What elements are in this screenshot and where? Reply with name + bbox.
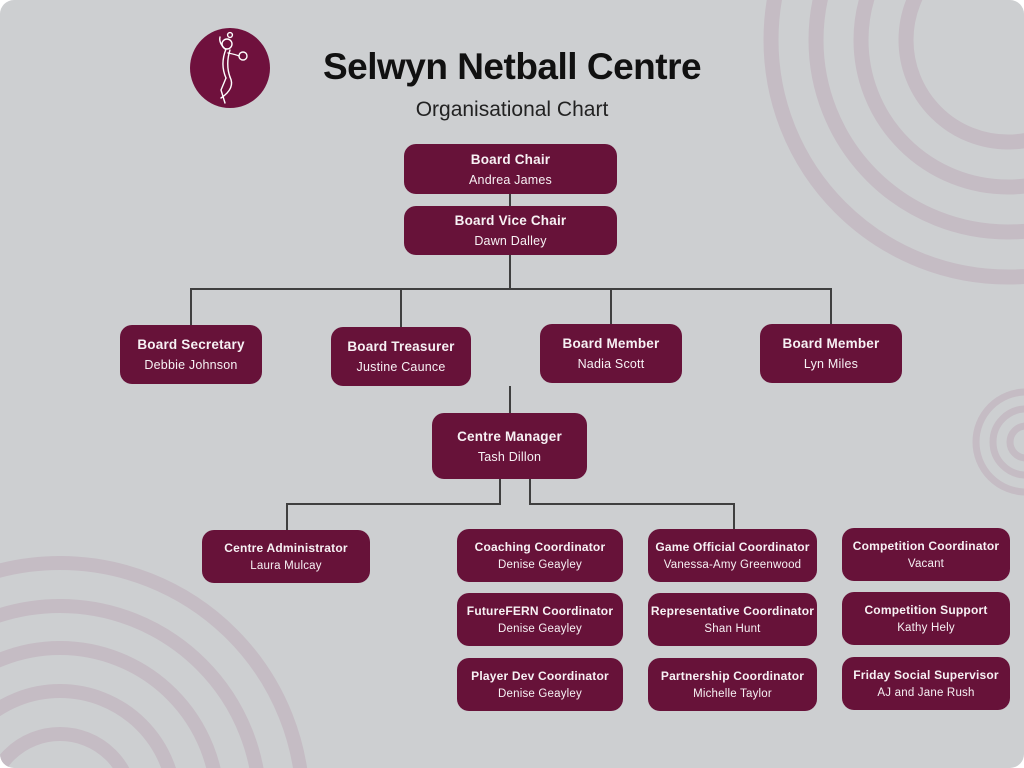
connector-line [286,503,288,530]
org-node-centre-administrator: Centre Administrator Laura Mulcay [202,530,370,583]
person-name: Denise Geayley [498,688,582,700]
role-title: Player Dev Coordinator [471,669,609,683]
connector-line [509,255,511,289]
person-name: AJ and Jane Rush [877,687,975,699]
org-node-board-treasurer: Board Treasurer Justine Caunce [331,327,471,386]
connector-line [509,386,511,413]
connector-line [190,288,192,325]
person-name: Andrea James [469,172,552,187]
person-name: Debbie Johnson [144,358,238,372]
org-node-game-official-coordinator: Game Official Coordinator Vanessa-Amy Gr… [648,529,817,582]
page-title: Selwyn Netball Centre [322,46,702,87]
page-subtitle: Organisational Chart [415,98,609,121]
person-name: Vacant [907,558,945,570]
connector-line [286,503,501,505]
person-name: Vanessa-Amy Greenwood [663,559,802,571]
connector-line [509,194,511,207]
role-title: Board Secretary [137,337,245,352]
org-node-competition-coordinator: Competition Coordinator Vacant [842,528,1010,581]
org-node-representative-coordinator: Representative Coordinator Shan Hunt [648,593,817,646]
person-name: Tash Dillon [477,449,542,464]
role-title: Centre Administrator [224,541,348,555]
org-node-board-vice-chair: Board Vice Chair Dawn Dalley [404,206,617,255]
role-title: Coaching Coordinator [474,540,606,554]
connector-line [830,288,832,324]
role-title: Board Chair [470,151,551,167]
connector-line [529,479,531,505]
connector-line [400,288,402,327]
org-node-competition-support: Competition Support Kathy Hely [842,592,1010,645]
person-name: Lyn Miles [803,357,859,371]
role-title: Board Member [562,336,660,351]
role-title: Friday Social Supervisor [853,668,999,682]
netball-player-icon [190,28,270,108]
role-title: Partnership Coordinator [660,669,805,683]
role-title: Board Treasurer [347,339,455,354]
person-name: Denise Geayley [498,623,582,635]
role-title: Competition Coordinator [852,539,1000,553]
connector-line [529,503,735,505]
org-node-board-member-2: Board Member Lyn Miles [760,324,902,383]
role-title: Centre Manager [457,428,562,444]
person-name: Laura Mulcay [250,560,322,572]
org-node-friday-social-supervisor: Friday Social Supervisor AJ and Jane Rus… [842,657,1010,710]
role-title: Board Vice Chair [454,213,567,228]
role-title: Competition Support [864,603,988,617]
org-node-futurefern-coordinator: FutureFERN Coordinator Denise Geayley [457,593,623,646]
connector-line [190,288,832,290]
role-title: Game Official Coordinator [655,540,810,554]
connector-line [733,503,735,530]
org-node-board-member-1: Board Member Nadia Scott [540,324,682,383]
org-node-board-chair: Board Chair Andrea James [404,144,617,194]
person-name: Nadia Scott [577,357,645,371]
person-name: Denise Geayley [498,559,582,571]
person-name: Dawn Dalley [474,234,547,248]
org-node-board-secretary: Board Secretary Debbie Johnson [120,325,262,384]
role-title: Representative Coordinator [650,604,815,618]
person-name: Michelle Taylor [693,688,772,700]
org-node-player-dev-coordinator: Player Dev Coordinator Denise Geayley [457,658,623,711]
connector-line [610,288,612,324]
role-title: FutureFERN Coordinator [466,604,614,618]
person-name: Shan Hunt [704,623,761,635]
person-name: Justine Caunce [356,360,446,374]
connector-line [499,479,501,505]
person-name: Kathy Hely [897,622,955,634]
org-node-coaching-coordinator: Coaching Coordinator Denise Geayley [457,529,623,582]
org-node-partnership-coordinator: Partnership Coordinator Michelle Taylor [648,658,817,711]
org-node-centre-manager: Centre Manager Tash Dillon [432,413,587,479]
role-title: Board Member [782,336,880,351]
